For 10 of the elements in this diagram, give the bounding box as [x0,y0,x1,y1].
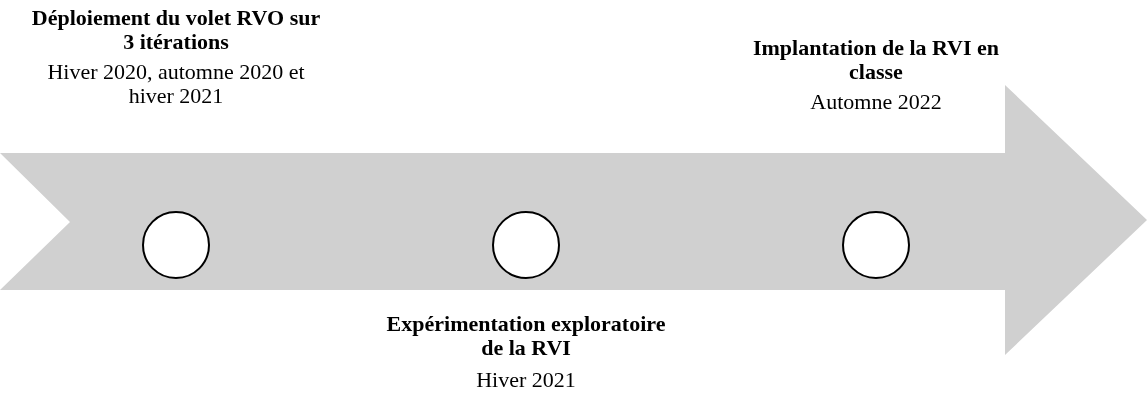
milestone-date: Automne 2022 [809,90,943,114]
milestone-date: Hiver 2020, automne 2020 et hiver 2021 [46,60,306,108]
milestone-title: Implantation de la RVI en classe [751,36,1001,84]
milestone-circle [142,211,210,279]
milestone-circle [842,211,910,279]
timeline-arrow [0,85,1147,355]
milestone-date: Hiver 2021 [475,368,577,392]
milestone-title: Expérimentation exploratoire de la RVI [385,312,667,360]
milestone-title: Déploiement du volet RVO sur 3 itérations [30,6,322,54]
milestone-circle [492,211,560,279]
